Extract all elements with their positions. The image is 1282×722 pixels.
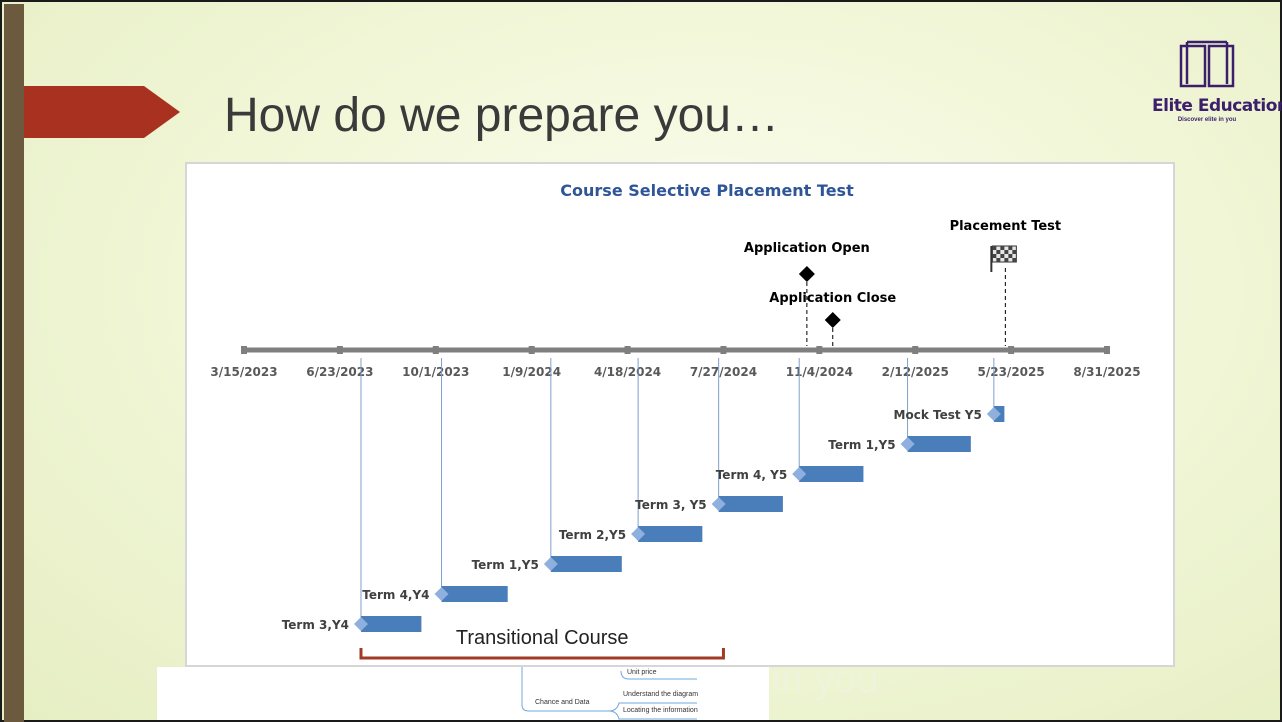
axis-tick	[336, 346, 343, 354]
task-label: Term 4,Y4	[362, 588, 429, 602]
mindmap-lines	[521, 667, 697, 720]
milestone-diamond	[824, 312, 841, 328]
flag-check	[996, 258, 1001, 262]
axis-tick	[816, 346, 823, 354]
task-start-diamond	[900, 437, 915, 451]
flag-check	[992, 246, 997, 250]
task-label: Term 1,Y5	[472, 558, 539, 572]
flag-check	[1004, 250, 1009, 254]
axis-tick	[624, 346, 631, 354]
milestone-diamond	[798, 266, 815, 282]
logo-tagline: Discover elite in you	[1177, 117, 1237, 123]
axis-tick	[1104, 346, 1110, 354]
logo-name: Elite Education	[1152, 96, 1282, 116]
flag-check	[1012, 250, 1017, 254]
timeline-chart: Course Selective Placement Test 3/15/2023…	[185, 162, 1175, 667]
slide-title: How do we prepare you…	[224, 89, 779, 142]
flag-check	[1012, 258, 1017, 262]
task-label: Term 4, Y5	[716, 468, 787, 482]
flag-check	[1000, 246, 1005, 250]
axis-tick	[912, 346, 919, 354]
mindmap-item: Understand the diagram	[623, 691, 699, 698]
axis-tick	[241, 346, 247, 354]
flag-check	[1000, 254, 1005, 258]
task-label: Term 2,Y5	[559, 528, 626, 542]
elite-education-logo: Elite Education Discover elite in you	[1152, 40, 1282, 140]
task-bar	[550, 556, 622, 572]
task-bar	[360, 616, 422, 632]
tick-label: 5/23/2025	[978, 365, 1045, 379]
task-label: Term 3, Y5	[635, 498, 706, 512]
task-bar	[907, 436, 971, 452]
mindmap-fragment: Unit price Chance and Data Understand th…	[157, 667, 769, 720]
tick-label: 1/9/2024	[502, 365, 561, 379]
task-start-diamond	[353, 617, 368, 631]
chart-title: Course Selective Placement Test	[560, 181, 854, 200]
task-bar	[638, 526, 703, 542]
task-start-diamond	[434, 587, 449, 601]
tick-label: 2/12/2025	[882, 365, 949, 379]
title-arrow-tab	[24, 86, 180, 138]
task-start-diamond	[711, 497, 726, 511]
task-start-diamond	[631, 527, 646, 541]
left-accent-bar	[4, 4, 24, 722]
task-start-diamond	[986, 407, 1001, 421]
task-bar	[799, 466, 864, 482]
bracket-label: Transitional Course	[456, 627, 629, 649]
flag-check	[1008, 246, 1013, 250]
axis-tick	[1008, 346, 1015, 354]
task-bar	[441, 586, 508, 602]
flag-check	[996, 250, 1001, 254]
flag-check	[1008, 254, 1013, 258]
axis-tick	[432, 346, 439, 354]
task-label: Mock Test Y5	[894, 408, 982, 422]
task-start-diamond	[792, 467, 807, 481]
tick-label: 6/23/2023	[306, 365, 373, 379]
mindmap-item: Locating the information	[623, 707, 698, 714]
tick-label: 8/31/2025	[1073, 365, 1140, 379]
flag-check	[1004, 258, 1009, 262]
task-start-diamond	[543, 557, 558, 571]
task-bar	[718, 496, 783, 512]
task-label: Term 1,Y5	[828, 438, 895, 452]
tick-label: 11/4/2024	[786, 365, 853, 379]
timeline-svg: Course Selective Placement Test 3/15/2023…	[210, 181, 1141, 660]
mindmap-item: Unit price	[627, 669, 657, 676]
tick-label: 3/15/2023	[210, 365, 277, 379]
flag-check	[992, 254, 997, 258]
book-icon	[1152, 40, 1262, 92]
milestone-label: Application Close	[769, 291, 896, 306]
axis-tick	[528, 346, 535, 354]
tick-label: 4/18/2024	[594, 365, 661, 379]
mindmap-item: Chance and Data	[535, 699, 590, 706]
axis-tick	[720, 346, 727, 354]
task-label: Term 3,Y4	[282, 618, 349, 632]
milestone-label: Placement Test	[950, 219, 1062, 234]
milestone-label: Application Open	[744, 241, 870, 256]
transitional-bracket	[359, 648, 725, 660]
tick-label: 10/1/2023	[402, 365, 469, 379]
tick-label: 7/27/2024	[690, 365, 757, 379]
